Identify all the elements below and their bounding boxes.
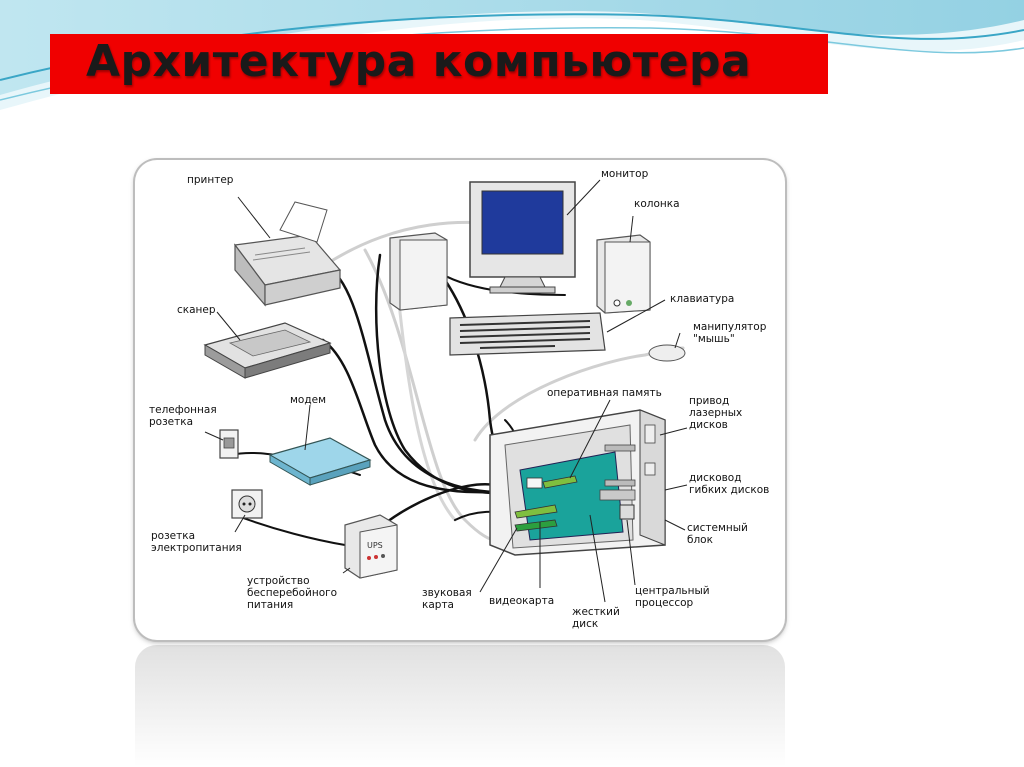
label-speaker: колонка: [634, 198, 680, 210]
mouse-device: [648, 344, 686, 362]
label-video-card: видеокарта: [489, 595, 555, 607]
diagram-frame: UPS: [135, 160, 785, 640]
system-unit-device: [489, 409, 666, 556]
printer-device: [233, 201, 342, 307]
label-system-unit: системный блок: [687, 522, 748, 546]
label-floppy: дисковод гибких дисков: [689, 472, 770, 496]
diagram-reflection: [135, 645, 785, 767]
label-ups-device: устройство бесперебойного питания: [247, 575, 338, 611]
right-speaker-device: [596, 234, 651, 314]
left-speaker-device: [389, 232, 448, 311]
title-banner: Архитектура компьютера: [50, 34, 828, 94]
label-scanner: сканер: [177, 304, 216, 316]
label-ram: оперативная память: [547, 387, 662, 399]
power-socket-device: [231, 489, 263, 519]
label-monitor: монитор: [601, 168, 649, 180]
label-power-socket: розетка электропитания: [151, 530, 242, 554]
scanner-device: [203, 322, 332, 379]
keyboard-device: [449, 312, 606, 356]
label-keyboard: клавиатура: [670, 293, 735, 305]
label-sound-card: звуковая карта: [422, 587, 472, 611]
ups-device: [344, 514, 398, 579]
modem-device: [268, 437, 372, 486]
monitor-device: [469, 181, 576, 294]
label-hdd: жесткий диск: [572, 606, 620, 630]
label-cd-drive: привод лазерных дисков: [689, 395, 743, 431]
label-modem: модем: [290, 394, 326, 406]
page-title: Архитектура компьютера: [86, 36, 752, 87]
label-mouse: манипулятор "мышь": [693, 321, 767, 345]
label-phone-socket: телефонная розетка: [149, 404, 217, 428]
label-printer: принтер: [187, 174, 234, 186]
computer-architecture-diagram: UPS: [203, 179, 688, 603]
label-cpu: центральный процессор: [635, 585, 710, 609]
ups-badge: UPS: [367, 541, 383, 550]
phone-socket-device: [219, 429, 239, 459]
